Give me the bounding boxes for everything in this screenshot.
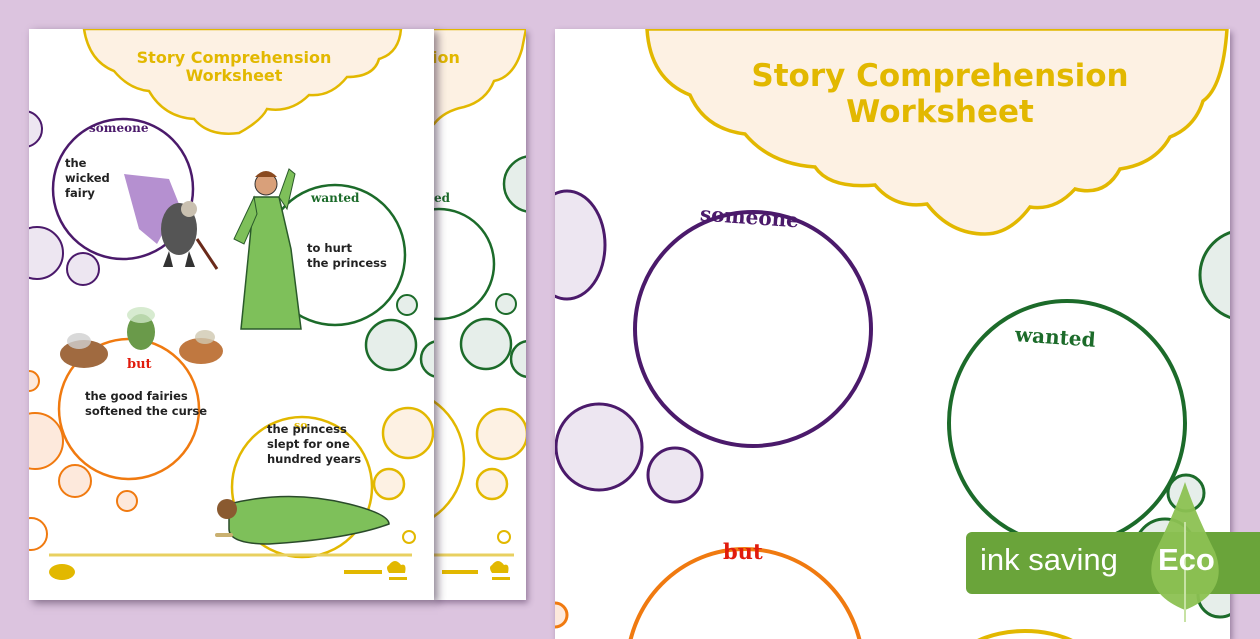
worksheet-page-example: Story Comprehension Worksheet someone th… xyxy=(29,29,434,600)
wanted-label: wanted xyxy=(311,191,360,205)
so-answer: the princess slept for one hundred years xyxy=(267,422,361,467)
so-label: so xyxy=(294,419,308,432)
princess-standing-illustration xyxy=(233,168,302,330)
but-label: but xyxy=(723,539,763,564)
someone-answer: the wicked fairy xyxy=(65,156,110,201)
answer-line: hundred years xyxy=(267,451,362,466)
answer-line: wicked xyxy=(65,170,110,185)
answer-line: the princess xyxy=(307,255,387,270)
wicked-fairy-illustration xyxy=(124,174,219,270)
eco-leaf-icon xyxy=(1151,482,1219,622)
title-line-2: Worksheet xyxy=(185,66,283,86)
worksheet-page-back: ion ed xyxy=(434,29,526,600)
answer-line: the good fairies xyxy=(85,389,188,403)
answer-line: slept for one xyxy=(267,436,350,451)
example-page-decoration xyxy=(29,29,434,580)
back-page-decoration xyxy=(434,29,526,580)
good-fairies-illustration xyxy=(60,307,223,368)
answer-line: softened the curse xyxy=(85,403,208,418)
answer-line: fairy xyxy=(65,185,95,200)
title-line-1: Story Comprehension xyxy=(136,48,332,67)
wanted-answer: to hurt the princess xyxy=(307,241,387,271)
back-page-wanted-fragment: ed xyxy=(434,191,451,205)
answer-line: the xyxy=(65,156,87,170)
sleeping-princess-illustration xyxy=(215,495,390,545)
someone-label: someone xyxy=(89,121,149,135)
title-line-2: Worksheet xyxy=(846,93,1034,130)
blank-page-title: Story Comprehension Worksheet xyxy=(735,58,1145,130)
but-label: but xyxy=(127,357,152,372)
ink-saving-text: ink saving xyxy=(980,542,1118,577)
but-answer: the good fairies softened the curse xyxy=(85,389,207,419)
answer-line: the princess xyxy=(267,422,347,436)
answer-line: to hurt xyxy=(307,241,352,255)
eco-label: Eco xyxy=(1158,542,1215,577)
example-page-title: Story Comprehension Worksheet xyxy=(119,48,349,86)
back-page-title-fragment: ion xyxy=(434,48,460,67)
title-line-1: Story Comprehension xyxy=(751,58,1129,94)
